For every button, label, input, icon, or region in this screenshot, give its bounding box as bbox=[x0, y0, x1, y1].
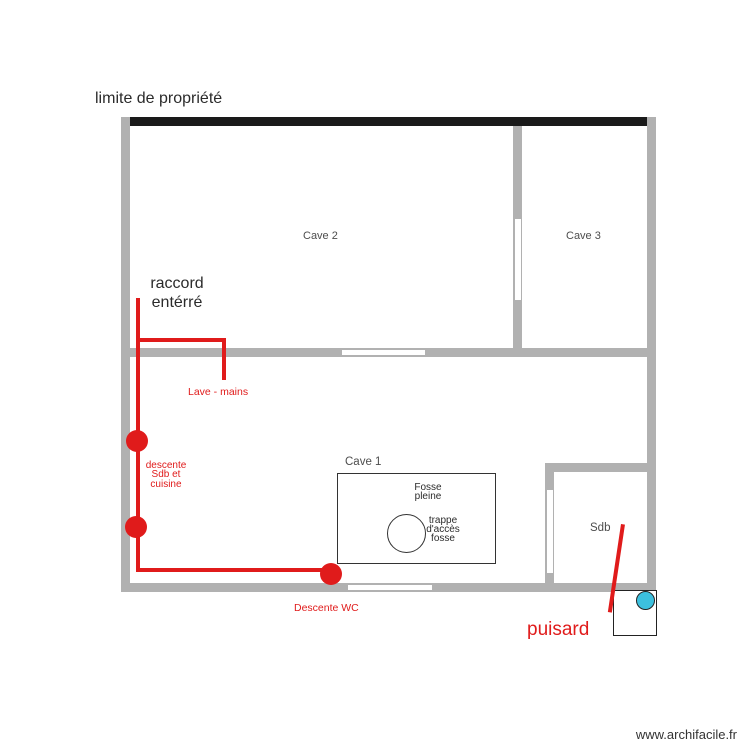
door-opening-sdb bbox=[546, 490, 553, 573]
watermark: www.archifacile.fr bbox=[635, 727, 737, 742]
trappe-label: trappe d'accès fosse bbox=[426, 515, 460, 545]
raccord-label: raccord entérré bbox=[150, 275, 204, 311]
room-label-cave1: Cave 1 bbox=[345, 456, 382, 468]
descente-sdb-label: descente Sdb et cuisine bbox=[145, 460, 187, 490]
pipe-raccord-horizontal bbox=[136, 338, 226, 342]
property-limit-label: limite de propriété bbox=[95, 90, 223, 107]
descente-dot-lower bbox=[125, 516, 147, 538]
pipe-lave-mains-drop bbox=[222, 338, 226, 380]
lave-mains-label: Lave - mains bbox=[188, 386, 249, 398]
door-opening-cave3 bbox=[514, 219, 521, 300]
fosse-label: Fosse pleine bbox=[414, 482, 442, 502]
window-opening-bottom bbox=[348, 584, 432, 590]
window-opening-middle bbox=[342, 349, 425, 355]
descente-wc-label: Descente WC bbox=[294, 602, 359, 614]
room-label-cave2: Cave 2 bbox=[303, 230, 338, 242]
room-label-sdb: Sdb bbox=[590, 522, 611, 534]
wall-property-limit bbox=[121, 117, 656, 126]
descente-dot-upper bbox=[126, 430, 148, 452]
fosse-access-circle bbox=[387, 514, 426, 553]
descente-wc-dot bbox=[320, 563, 342, 585]
pipe-bottom-horizontal bbox=[136, 568, 333, 572]
puisard-drain-circle bbox=[636, 591, 655, 610]
room-label-cave3: Cave 3 bbox=[566, 230, 601, 242]
wall-sdb-top bbox=[545, 463, 656, 472]
puisard-label: puisard bbox=[527, 619, 590, 640]
